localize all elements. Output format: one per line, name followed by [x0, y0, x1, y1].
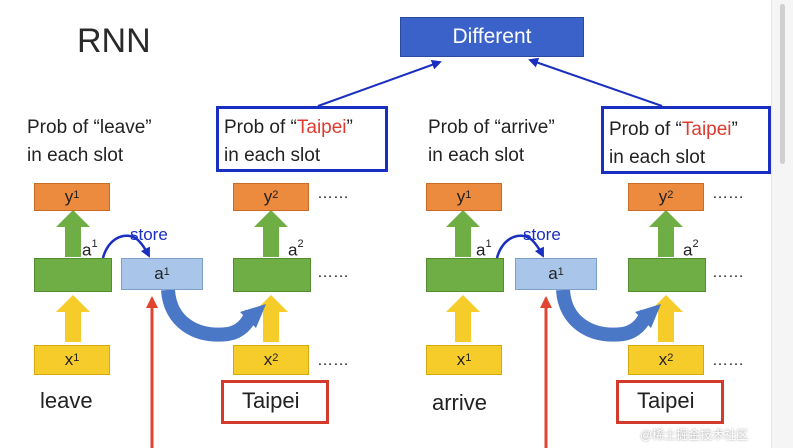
a-sup: 1	[485, 238, 492, 250]
x-label: x	[456, 350, 466, 369]
prob-taipei-word: Taipei	[681, 119, 732, 140]
different-box: Different	[400, 17, 584, 57]
prob-taipei-word: Taipei	[296, 117, 347, 138]
memory-to-hidden-arrow-left	[161, 289, 259, 342]
prob-prefix: Prob of “	[609, 119, 682, 140]
ellipsis: ……	[317, 185, 349, 202]
y-label: y	[263, 187, 273, 206]
x-label: x	[263, 350, 273, 369]
hidden-output-label-a1: a1	[82, 238, 98, 261]
prob-arrive-line1: Prob of “arrive”	[428, 117, 555, 138]
arrow-hidden-to-output-3	[446, 210, 480, 257]
prob-prefix: Prob of “	[224, 117, 297, 138]
y-sup: 1	[465, 189, 472, 201]
x-sup: 1	[465, 352, 472, 364]
input-word-taipei-right: Taipei	[637, 388, 695, 413]
store-label: store	[523, 225, 561, 244]
arrow-to-different-right	[528, 57, 663, 107]
arrow-to-different-left	[317, 60, 442, 107]
prob-suffix: ”	[731, 119, 738, 140]
prob-leave-label: Prob of “leave” in each slot	[27, 114, 152, 170]
x-sup: 2	[667, 352, 674, 364]
memory-to-hidden-arrow-right	[556, 289, 654, 342]
prob-taipei-label-right: Prob of “Taipei” in each slot	[609, 116, 738, 172]
ellipsis: ……	[712, 185, 744, 202]
prob-leave-line1: Prob of “leave”	[27, 117, 152, 138]
a-label: a	[154, 264, 164, 283]
prob-taipei-line2: in each slot	[224, 145, 321, 166]
page-title: RNN	[77, 22, 151, 60]
prob-taipei-line2: in each slot	[609, 147, 706, 168]
y-sup: 2	[272, 189, 279, 201]
x-sup: 2	[272, 352, 279, 364]
arrow-hidden-to-output-1	[56, 210, 90, 257]
x-label: x	[658, 350, 668, 369]
ellipsis: ……	[712, 264, 744, 281]
a-label: a	[476, 240, 486, 260]
hidden-output-label-a2: a2	[683, 238, 699, 261]
arrow-hidden-to-output-4	[649, 210, 683, 257]
hidden-layer-box-1	[34, 258, 112, 292]
a-sup: 2	[692, 238, 699, 250]
prob-leave-line2: in each slot	[27, 145, 124, 166]
a-label: a	[288, 240, 298, 260]
hidden-output-label-a2: a2	[288, 238, 304, 261]
watermark: @稀土掘金技术社区	[640, 428, 749, 442]
a-sup: 1	[557, 266, 564, 278]
a-label: a	[683, 240, 693, 260]
x-sup: 1	[73, 352, 80, 364]
a-sup: 1	[91, 238, 98, 250]
store-arrow-left	[101, 234, 151, 259]
a-sup: 2	[297, 238, 304, 250]
prob-arrive-line2: in each slot	[428, 145, 525, 166]
prob-taipei-label-left: Prob of “Taipei” in each slot	[224, 114, 353, 170]
hidden-layer-box-4	[628, 258, 706, 292]
memory-to-hidden-arrowhead-left	[240, 304, 266, 328]
arrow-hidden-to-output-2	[254, 210, 288, 257]
ellipsis: ……	[317, 352, 349, 369]
y-sup: 2	[667, 189, 674, 201]
store-arrow-right	[495, 234, 545, 259]
y-label: y	[658, 187, 668, 206]
prob-taipei-box-left	[216, 106, 388, 172]
y-sup: 1	[73, 189, 80, 201]
a-label: a	[82, 240, 92, 260]
input-word-leave: leave	[40, 388, 93, 413]
scrollbar-thumb[interactable]	[780, 4, 785, 164]
y-label: y	[456, 187, 466, 206]
y-label: y	[64, 187, 74, 206]
hidden-layer-box-3	[426, 258, 504, 292]
input-word-arrive: arrive	[432, 390, 488, 415]
input-word-box-left	[221, 380, 329, 424]
prob-suffix: ”	[346, 117, 353, 138]
memory-to-hidden-arrowhead-right	[635, 304, 661, 328]
hidden-layer-box-2	[233, 258, 311, 292]
prob-taipei-box-right	[601, 106, 771, 174]
ellipsis: ……	[317, 264, 349, 281]
a-label: a	[548, 264, 558, 283]
prob-arrive-label: Prob of “arrive” in each slot	[428, 114, 555, 170]
x-label: x	[64, 350, 74, 369]
vertical-scrollbar[interactable]	[771, 0, 793, 448]
a-sup: 1	[163, 266, 170, 278]
hidden-output-label-a1: a1	[476, 238, 492, 261]
arrow-input-to-hidden-1	[56, 295, 90, 342]
arrow-input-to-hidden-3	[446, 295, 480, 342]
store-label: store	[130, 225, 168, 244]
input-word-taipei-left: Taipei	[242, 388, 300, 413]
ellipsis: ……	[712, 352, 744, 369]
input-word-box-right	[616, 380, 724, 424]
